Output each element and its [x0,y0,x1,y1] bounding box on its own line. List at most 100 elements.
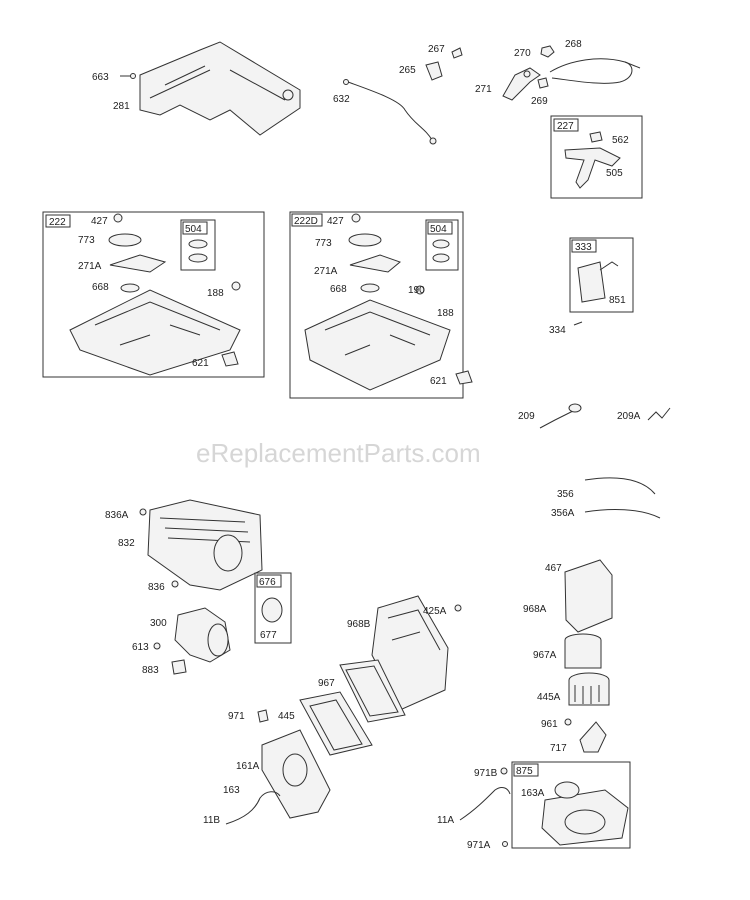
label-961: 961 [541,719,558,730]
kit-box-222D [289,211,464,399]
prefilter-967A [564,633,602,669]
wire-632 [343,79,437,145]
kit-box-333 [569,237,634,313]
control-plate-222 [69,213,241,376]
kit-box-227 [550,115,643,199]
bracket-281 [139,41,301,136]
label-163: 163 [223,785,240,796]
label-271Aa: 271A [78,261,102,272]
label-356: 356 [557,489,574,500]
label-875: 875 [516,766,533,777]
label-971: 971 [228,711,245,722]
label-356A: 356A [551,508,575,519]
label-268: 268 [565,39,582,50]
label-632: 632 [333,94,350,105]
nut-270 [540,45,555,58]
label-832: 832 [118,538,135,549]
label-676: 676 [259,577,276,588]
kit-box-676 [254,572,292,644]
air-cleaner-875 [541,781,629,846]
lever-271 [502,67,541,101]
label-161A: 161A [236,761,260,772]
label-677: 677 [260,630,277,641]
label-971A: 971A [467,840,491,851]
filter-967 [339,659,406,723]
label-967: 967 [318,678,335,689]
label-227: 227 [557,121,574,132]
label-967A: 967A [533,650,557,661]
bracket-717 [579,721,607,753]
label-717: 717 [550,743,567,754]
cover-968B [371,595,449,711]
label-621b: 621 [430,376,447,387]
label-971B: 971B [474,768,498,779]
label-209A: 209A [617,411,641,422]
label-11B: 11B [203,815,220,826]
tube-11B [225,791,281,825]
label-281: 281 [113,101,130,112]
screw-267 [451,47,463,59]
label-836: 836 [148,582,165,593]
watermark: eReplacementParts.com [196,438,481,468]
switch-851 [577,261,619,303]
cover-968A [564,559,613,633]
tube-11A [459,786,511,821]
label-613: 613 [132,642,149,653]
label-334: 334 [549,325,566,336]
label-427b: 427 [327,216,344,227]
label-270: 270 [514,48,531,59]
label-267: 267 [428,44,445,55]
screw-663 [120,73,136,79]
label-851: 851 [609,295,626,306]
clip-269 [537,77,549,89]
label-190: 190 [408,285,425,296]
screw-334 [573,321,583,326]
line-356 [584,477,656,495]
label-668b: 668 [330,284,347,295]
label-562: 562 [612,135,629,146]
control-plate-222D [304,213,473,391]
label-333: 333 [575,242,592,253]
line-356A [584,509,661,519]
label-209: 209 [518,411,535,422]
label-968B: 968B [347,619,371,630]
label-668a: 668 [92,282,109,293]
label-222: 222 [49,217,66,228]
filter-445A [568,672,610,706]
label-445: 445 [278,711,295,722]
kit-box-875 [511,761,631,849]
spring-209A [647,407,671,421]
label-222D: 222D [294,216,318,227]
label-269: 269 [531,96,548,107]
label-425A: 425A [423,606,447,617]
label-271Ab: 271A [314,266,338,277]
label-773a: 773 [78,235,95,246]
label-265: 265 [399,65,416,76]
label-300: 300 [150,618,167,629]
label-445A: 445A [537,692,561,703]
elbow-300 [174,607,231,663]
cable-268 [549,58,641,84]
cylinder-head-832 [147,499,263,591]
label-504b: 504 [430,224,447,235]
label-11A: 11A [437,815,454,826]
label-271: 271 [475,84,492,95]
label-467: 467 [545,563,562,574]
label-773b: 773 [315,238,332,249]
governor-lever-227 [564,131,621,189]
label-883: 883 [142,665,159,676]
kit-box-222 [42,211,265,378]
clip-265 [425,61,443,81]
label-836A: 836A [105,510,129,521]
label-188b: 188 [437,308,454,319]
label-504a: 504 [185,224,202,235]
label-968A: 968A [523,604,547,615]
label-188a: 188 [207,288,224,299]
spring-209 [539,403,582,429]
label-663: 663 [92,72,109,83]
label-427a: 427 [91,216,108,227]
label-505: 505 [606,168,623,179]
label-621a: 621 [192,358,209,369]
label-163A: 163A [521,788,545,799]
